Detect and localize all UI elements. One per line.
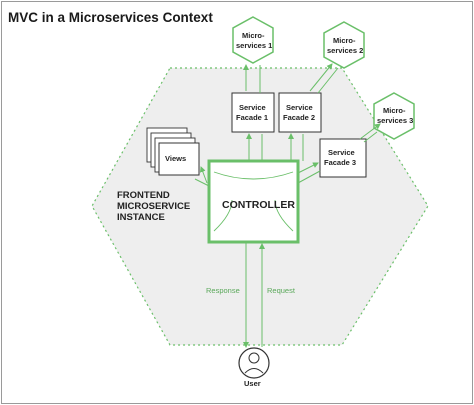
- microservices-3-line1: Micro-: [383, 106, 406, 115]
- controller-label: CONTROLLER: [222, 199, 295, 211]
- microservices-1-line2: services 1: [236, 41, 272, 50]
- views-label: Views: [165, 154, 186, 163]
- microservices-2-line2: services 2: [327, 46, 363, 55]
- user-icon: [248, 352, 260, 364]
- service-facade-3[interactable]: Service Facade 3: [319, 138, 367, 178]
- facade-3-line2: Facade 3: [324, 158, 356, 167]
- service-facade-1[interactable]: Service Facade 1: [231, 92, 275, 133]
- user-label: User: [244, 379, 261, 388]
- facade-2-line2: Facade 2: [283, 113, 315, 122]
- views-to-controller-line: [194, 178, 210, 187]
- controller-box[interactable]: CONTROLLER: [207, 159, 300, 244]
- facade-3-to-controller-line: [297, 170, 321, 184]
- request-label: Request: [267, 286, 296, 295]
- microservices-2-to-facade-2-line: [317, 67, 339, 94]
- diagram-title: MVC in a Microservices Context: [8, 10, 213, 25]
- facade-1-line1: Service: [239, 103, 266, 112]
- user-avatar[interactable]: User: [238, 347, 270, 388]
- microservices-3-to-facade-3-line: [363, 131, 378, 143]
- instance-label-line2: MICROSERVICE: [117, 201, 190, 212]
- views-stack[interactable]: Views: [146, 127, 200, 176]
- service-facade-2[interactable]: Service Facade 2: [278, 92, 322, 133]
- response-label: Response: [206, 286, 240, 295]
- microservices-1-line1: Micro-: [242, 31, 265, 40]
- facade-2-to-microservices-2-arrow: [309, 63, 333, 92]
- controller-to-views-arrow: [199, 166, 208, 184]
- facade-3-line1: Service: [328, 148, 355, 157]
- facade-3-to-microservices-3-arrow: [359, 123, 381, 140]
- microservices-3-hexagon[interactable]: Micro- services 3: [373, 92, 415, 140]
- facade-1-line2: Facade 1: [236, 113, 268, 122]
- microservices-2-line1: Micro-: [333, 36, 356, 45]
- microservices-3-line2: services 3: [377, 116, 413, 125]
- instance-label-line3: INSTANCE: [117, 212, 165, 223]
- microservices-2-hexagon[interactable]: Micro- services 2: [323, 21, 365, 69]
- microservices-1-hexagon[interactable]: Micro- services 1: [232, 16, 274, 64]
- controller-to-facade-3-arrow: [297, 162, 319, 174]
- facade-2-line1: Service: [286, 103, 313, 112]
- instance-label-line1: FRONTEND: [117, 190, 170, 201]
